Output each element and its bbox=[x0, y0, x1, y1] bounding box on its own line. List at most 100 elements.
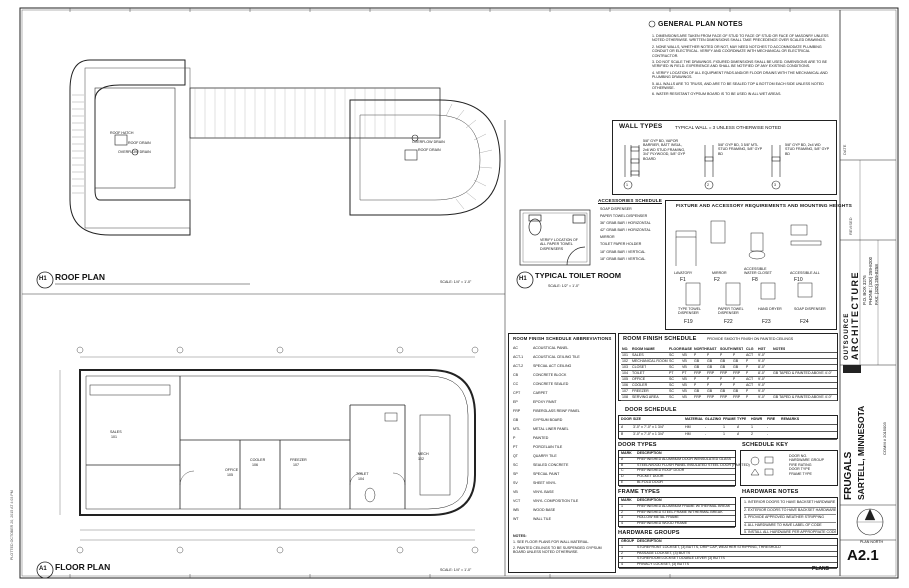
hardware-note: 1. INTERIOR DOORS TO HAVE BACKSET HARDWA… bbox=[744, 500, 836, 508]
table-cell: 3 bbox=[621, 556, 623, 561]
table-cell: DOOR bbox=[621, 417, 632, 421]
toilet-room-note: VERIFY LOCATION OF ALL PAPER TOWEL DISPE… bbox=[540, 238, 579, 251]
tb-revised-label: REVISED bbox=[848, 217, 853, 235]
fixture-tag: F24 bbox=[800, 319, 809, 325]
table-cell: EAST bbox=[707, 347, 717, 351]
hardware-notes-panel: 1. INTERIOR DOORS TO HAVE BACKSET HARDWA… bbox=[740, 497, 838, 535]
accessory-item: SOAP DISPENSER bbox=[600, 207, 632, 211]
table-cell: HGT bbox=[758, 347, 766, 351]
table-cell: PREFINISHED WOOD FRAME bbox=[637, 521, 688, 526]
table-cell: TOILET bbox=[632, 371, 645, 375]
table-cell: 9'-0" bbox=[758, 377, 766, 381]
table-cell: FRP bbox=[694, 371, 702, 375]
fixture-label: ACCESSIBLE ALL bbox=[790, 271, 820, 275]
table-cell: MARK bbox=[621, 451, 632, 455]
toilet-room-tag-icon bbox=[516, 271, 534, 289]
room-finish-subtitle: PROVIDE SMOOTH FINISH ON PAINTED CEILING… bbox=[707, 337, 794, 341]
table-cell: P bbox=[746, 389, 749, 393]
table-cell: FRP bbox=[733, 395, 741, 399]
table-cell: GLAZING bbox=[705, 417, 722, 421]
table-cell: 8'-0" bbox=[758, 365, 766, 369]
accessory-item: 18" GRAB BAR / VERTICAL bbox=[600, 249, 646, 254]
door-schedule-title: DOOR SCHEDULE bbox=[625, 407, 677, 413]
table-cell: 1 bbox=[723, 432, 725, 436]
accessory-item: TOILET PAPER HOLDER bbox=[600, 242, 642, 247]
table-cell: NOTES bbox=[773, 347, 786, 351]
wall-type-desc: 5/8" GYP BD, 2x4 WD STUD FRAMING, 5/8" G… bbox=[785, 143, 830, 156]
table-cell: P bbox=[720, 383, 723, 387]
table-cell: ACT bbox=[746, 353, 754, 357]
table-cell: TYPE bbox=[737, 417, 747, 421]
table-cell: 9'-0" bbox=[758, 395, 766, 399]
finish-note: 2. PAINTED CEILINGS TO BE SUSPENDED GYPS… bbox=[513, 546, 602, 555]
fixture-label: LAVATORY bbox=[674, 271, 693, 275]
hardware-notes-list: 1. INTERIOR DOORS TO HAVE BACKSET HARDWA… bbox=[744, 500, 836, 537]
table-cell: - bbox=[767, 432, 769, 436]
roof-plan-scale: SCALE: 1/4" = 1'-0" bbox=[440, 280, 472, 284]
table-cell: PREFINISHED ROOF DOOR bbox=[637, 468, 685, 473]
table-cell: MARK bbox=[621, 498, 632, 502]
table-cell: SC bbox=[669, 353, 674, 357]
table-cell: PRIVACY LOCKSET, (3) BUTTS bbox=[637, 562, 689, 567]
table-cell: 1 bbox=[621, 503, 623, 508]
table-cell: BI-FOLD DOOR bbox=[637, 480, 663, 484]
table-cell: P bbox=[733, 383, 736, 387]
accessory-item: 18" GRAB BAR / VERTICAL bbox=[600, 256, 646, 261]
table-cell: SIZE bbox=[633, 417, 641, 421]
table-cell: PREFINISHED ALUMINUM FRAME W/THERMAL BRE… bbox=[637, 503, 731, 508]
table-cell: PASSAGE LOCKSET, (3) BUTTS bbox=[637, 550, 691, 555]
table-cell: GB bbox=[694, 359, 700, 363]
table-cell: 105 bbox=[622, 377, 628, 381]
table-cell: MATERIAL bbox=[685, 417, 704, 421]
schedule-key-panel: DOOR NO. HARDWARE GROUP FIRE RATING DOOR… bbox=[740, 450, 838, 486]
wall-types-subtitle: TYPICAL WALL = 3 UNLESS OTHERWISE NOTED bbox=[675, 125, 782, 130]
tb-firm: ARCHITECTURE bbox=[850, 271, 860, 360]
floor-plan-drawing bbox=[59, 346, 479, 554]
table-cell: ACT bbox=[746, 383, 754, 387]
table-cell: OFFICE bbox=[632, 377, 646, 381]
table-cell: 8'-0" bbox=[758, 371, 766, 375]
hardware-note: 3. PROVIDE APPROVED WEATHER STRIPPING bbox=[744, 515, 836, 523]
table-cell: DESCRIPTION bbox=[637, 498, 662, 502]
table-cell: GB bbox=[720, 365, 726, 369]
room-number: 105 bbox=[227, 473, 233, 477]
table-cell: GB bbox=[720, 359, 726, 363]
table-cell: ROOM NAME bbox=[632, 347, 655, 351]
table-cell: VB bbox=[682, 377, 687, 381]
table-header-row: MARK DESCRIPTION bbox=[619, 498, 735, 505]
general-note: 6. WATER RESISTANT GYPSUM BOARD IS TO BE… bbox=[652, 92, 782, 97]
room-number: 106 bbox=[252, 463, 258, 467]
hardware-groups-title: HARDWARE GROUPS bbox=[618, 530, 680, 536]
finish-note: 1. SEE FLOOR PLANS FOR WALL MATERIAL. bbox=[513, 540, 590, 544]
title-block-lines bbox=[840, 159, 896, 541]
table-cell: GROUP bbox=[621, 539, 635, 543]
schedule-key-item: DOOR NO. bbox=[789, 454, 808, 458]
general-note: 2. NONE WALLS, WHETHER NOTED OR NOT, MAY… bbox=[652, 44, 822, 58]
finish-abbrev-title: ROOM FINISH SCHEDULE ABBREVIATIONS bbox=[513, 336, 612, 341]
table-cell: HOLLOW METAL FRAME bbox=[637, 515, 679, 520]
wall-types-diagram bbox=[623, 145, 781, 190]
table-row: 1 PREFINISHED ALUMINUM FRAME W/THERMAL BR… bbox=[619, 504, 735, 511]
table-cell: GB TAPED & PAINTED ABOVE 4'-0" bbox=[773, 371, 832, 375]
table-cell: P bbox=[694, 383, 697, 387]
tb-project: FRUGALS bbox=[843, 451, 854, 500]
toilet-room-tag: H1 bbox=[519, 276, 527, 282]
floor-plan-tag-icon bbox=[36, 561, 54, 579]
sheet-number: A2.1 bbox=[847, 547, 879, 564]
table-cell: GB bbox=[707, 359, 713, 363]
